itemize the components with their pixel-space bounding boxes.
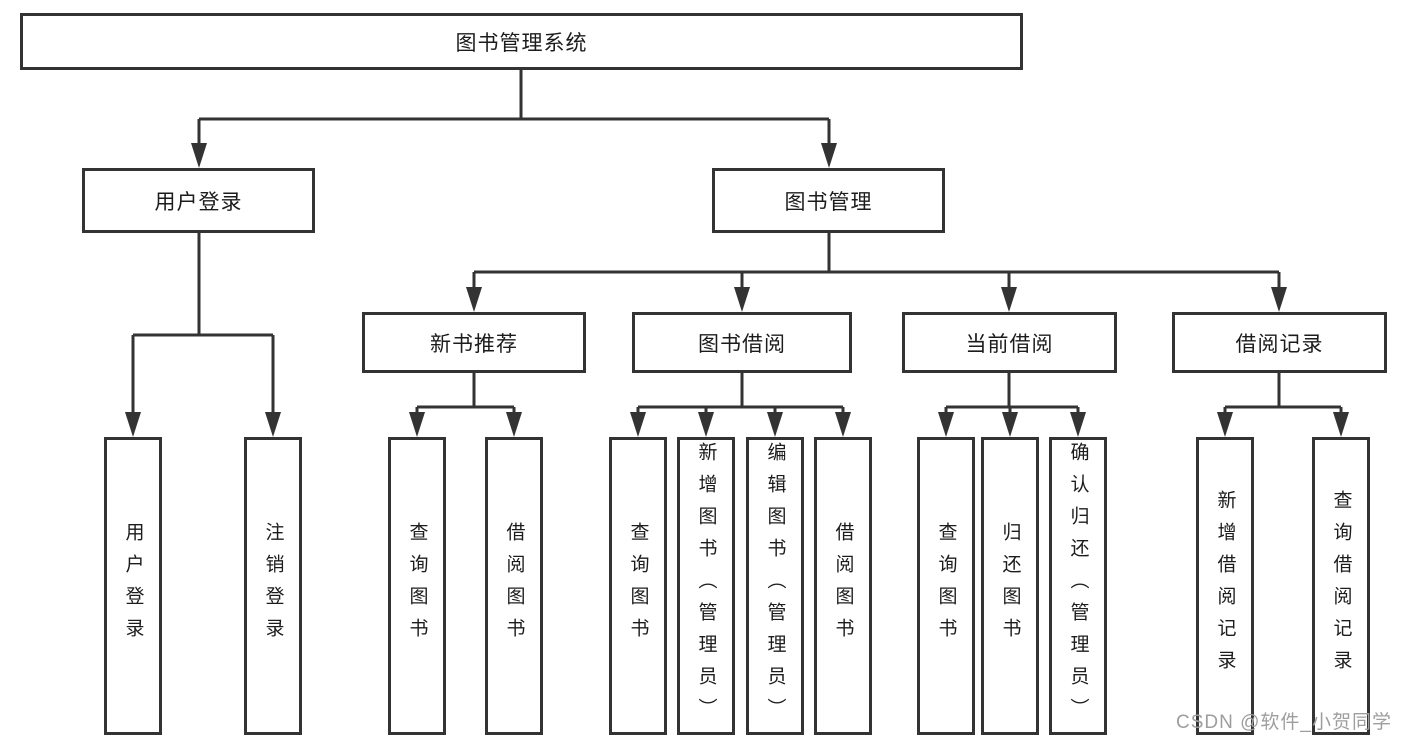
node-label: 查询图书 [935,522,957,650]
node-borrowing-records: 借阅记录 [1172,312,1387,373]
connector-current-borrowing-children [938,373,1086,437]
leaf-query-books: 查询图书 [917,437,975,735]
connector-borrowing-records-children [1217,373,1349,437]
node-label: 查询图书 [627,522,649,650]
leaf-edit-book-admin: 编辑图书（管理员） [746,437,804,735]
connector-user-login-children [125,233,281,437]
watermark-text: CSDN @软件_小贺同学 [1176,712,1392,733]
leaf-query-books: 查询图书 [388,437,446,735]
leaf-user-login: 用户登录 [104,437,162,735]
leaf-logout: 注销登录 [244,437,302,735]
leaf-query-books: 查询图书 [609,437,667,735]
node-label: 借阅图书 [503,522,525,650]
node-label: 查询借阅记录 [1330,490,1352,682]
node-library-management-system: 图书管理系统 [20,13,1023,70]
leaf-query-borrow-record: 查询借阅记录 [1312,437,1370,735]
node-label: 注销登录 [262,522,284,650]
node-label: 归还图书 [999,522,1021,650]
leaf-add-borrow-record: 新增借阅记录 [1196,437,1254,735]
connector-book-borrowing-children [630,373,851,437]
connector-root-to-level2 [191,70,837,168]
node-user-login: 用户登录 [82,168,315,233]
node-new-book-recommendation: 新书推荐 [362,312,586,373]
node-label: 新增借阅记录 [1214,490,1236,682]
node-label: 图书管理 [784,190,873,214]
connector-book-management-to-level3 [466,233,1287,312]
node-label: 确认归还（管理员） [1067,442,1089,730]
node-label: 查询图书 [406,522,428,650]
node-current-borrowing: 当前借阅 [902,312,1117,373]
leaf-return-books: 归还图书 [981,437,1039,735]
node-label: 新增图书（管理员） [695,442,717,730]
node-book-borrowing: 图书借阅 [632,312,852,373]
node-label: 借阅记录 [1235,332,1324,356]
node-book-management: 图书管理 [712,168,945,233]
leaf-borrow-books: 借阅图书 [485,437,543,735]
node-label: 图书借阅 [698,332,786,356]
node-label: 用户登录 [154,190,243,214]
leaf-add-book-admin: 新增图书（管理员） [677,437,735,735]
leaf-borrow-books: 借阅图书 [814,437,872,735]
node-label: 当前借阅 [965,332,1054,356]
node-label: 借阅图书 [832,522,854,650]
leaf-confirm-return-admin: 确认归还（管理员） [1049,437,1107,735]
node-label: 图书管理系统 [455,31,588,55]
connector-new-book-children [409,373,522,437]
node-label: 用户登录 [122,522,144,650]
node-label: 编辑图书（管理员） [764,442,786,730]
node-label: 新书推荐 [430,332,518,356]
